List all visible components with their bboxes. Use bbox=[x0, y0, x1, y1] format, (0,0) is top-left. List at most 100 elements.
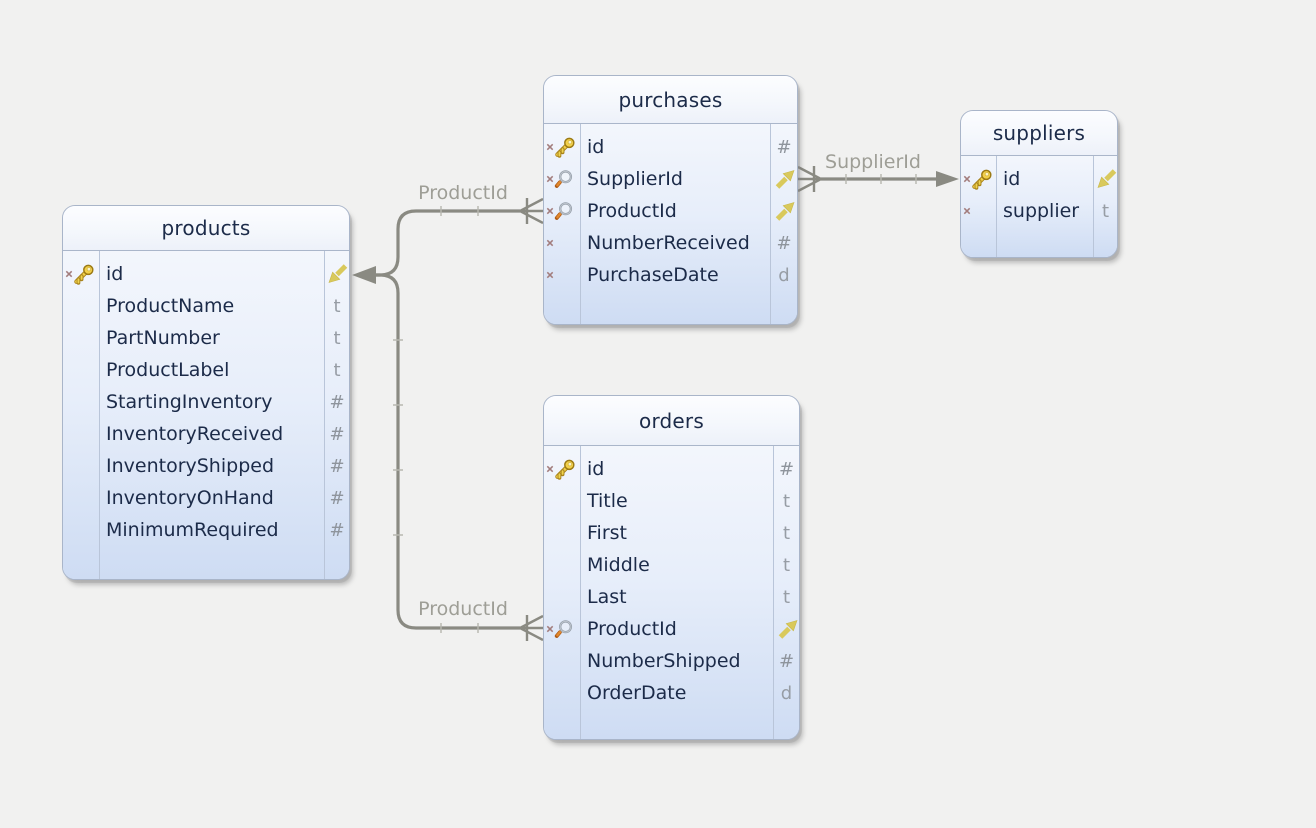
table-body: id# SupplierId ProductId NumberReceived#… bbox=[544, 124, 797, 324]
row-flags bbox=[544, 201, 580, 222]
x-marker-icon bbox=[546, 271, 554, 279]
column-type: t bbox=[782, 554, 791, 576]
column-name: id bbox=[587, 458, 605, 480]
relation-productid-orders[interactable] bbox=[376, 273, 544, 642]
table-header[interactable]: suppliers bbox=[961, 111, 1117, 156]
column-name: ProductId bbox=[587, 200, 677, 222]
table-row-inventoryreceived[interactable]: InventoryReceived # bbox=[63, 418, 349, 450]
column-type: t bbox=[782, 522, 791, 544]
table-title: products bbox=[161, 216, 251, 240]
column-type: t bbox=[333, 359, 341, 381]
index-magnifier-icon bbox=[554, 169, 573, 188]
column-divider bbox=[996, 156, 997, 257]
column-name: PartNumber bbox=[106, 327, 220, 349]
relation-label-productid-bottom[interactable]: ProductId bbox=[418, 598, 508, 620]
table-row-id[interactable]: id# bbox=[544, 453, 799, 485]
column-type bbox=[1094, 167, 1117, 191]
key-icon bbox=[555, 459, 575, 480]
column-name: InventoryReceived bbox=[106, 423, 284, 445]
row-flags bbox=[544, 271, 580, 279]
column-name: PurchaseDate bbox=[587, 264, 719, 286]
row-flags bbox=[544, 459, 580, 480]
fk-out-arrow-icon bbox=[778, 620, 797, 639]
column-type: # bbox=[778, 650, 795, 672]
fk-in-arrow-icon bbox=[328, 264, 348, 283]
table-header[interactable]: purchases bbox=[544, 76, 797, 124]
x-marker-icon bbox=[546, 625, 554, 633]
table-row-id[interactable]: id bbox=[63, 258, 349, 290]
x-marker-icon bbox=[546, 239, 554, 247]
column-type bbox=[771, 167, 797, 191]
column-divider bbox=[580, 446, 581, 739]
x-marker-icon bbox=[546, 175, 554, 183]
x-marker-icon bbox=[963, 207, 971, 215]
relation-productid-purchases[interactable] bbox=[376, 197, 544, 277]
table-row-id[interactable]: id bbox=[961, 163, 1117, 195]
relation-label-supplierid[interactable]: SupplierId bbox=[825, 151, 921, 173]
table-row-numberreceived[interactable]: NumberReceived# bbox=[544, 227, 797, 259]
row-flags bbox=[961, 169, 996, 190]
x-marker-icon bbox=[546, 143, 554, 151]
column-name: id bbox=[587, 136, 605, 158]
table-title: purchases bbox=[618, 87, 723, 112]
column-name: InventoryShipped bbox=[106, 455, 275, 477]
column-type: # bbox=[329, 455, 345, 477]
table-row-supplierid[interactable]: SupplierId bbox=[544, 163, 797, 195]
row-flags bbox=[544, 169, 580, 190]
column-type: # bbox=[329, 423, 345, 445]
key-icon bbox=[555, 137, 575, 158]
column-name: ProductId bbox=[587, 618, 677, 640]
relation-label-productid-top[interactable]: ProductId bbox=[418, 182, 508, 204]
table-row-startinginventory[interactable]: StartingInventory# bbox=[63, 386, 349, 418]
key-icon bbox=[972, 169, 992, 190]
relation-arrowhead bbox=[352, 266, 376, 284]
column-divider bbox=[1093, 156, 1094, 257]
x-marker-icon bbox=[546, 465, 554, 473]
column-divider bbox=[99, 251, 100, 579]
table-row-productid[interactable]: ProductId bbox=[544, 613, 799, 645]
table-header[interactable]: products bbox=[63, 206, 349, 251]
column-name: First bbox=[587, 522, 627, 544]
row-flags bbox=[63, 264, 99, 285]
column-name: Title bbox=[587, 490, 628, 512]
table-row-numbershipped[interactable]: NumberShipped# bbox=[544, 645, 799, 677]
table-row-productid[interactable]: ProductId bbox=[544, 195, 797, 227]
column-divider bbox=[324, 251, 325, 579]
index-magnifier-icon bbox=[554, 201, 573, 220]
column-type: # bbox=[329, 391, 345, 413]
table-row-inventoryshipped[interactable]: InventoryShipped # bbox=[63, 450, 349, 482]
table-row-id[interactable]: id# bbox=[544, 131, 797, 163]
column-type: # bbox=[329, 487, 345, 509]
index-magnifier-icon bbox=[554, 619, 573, 638]
table-purchases[interactable]: purchases id# SupplierId ProductId bbox=[543, 75, 798, 325]
relation-arrowhead bbox=[936, 171, 959, 187]
table-row-first[interactable]: First t bbox=[544, 517, 799, 549]
fk-out-arrow-icon bbox=[775, 202, 795, 221]
table-header[interactable]: orders bbox=[544, 396, 799, 446]
table-row-minimumrequired[interactable]: MinimumRequired# bbox=[63, 514, 349, 546]
column-name: SupplierId bbox=[587, 168, 683, 190]
column-name: supplier bbox=[1003, 200, 1080, 222]
fk-in-arrow-icon bbox=[1097, 169, 1116, 188]
column-divider bbox=[773, 446, 774, 739]
table-row-inventoryonhand[interactable]: InventoryOnHand# bbox=[63, 482, 349, 514]
column-name: NumberReceived bbox=[587, 232, 750, 254]
column-type: d bbox=[780, 682, 793, 704]
column-type bbox=[325, 262, 349, 286]
key-icon bbox=[74, 264, 94, 285]
